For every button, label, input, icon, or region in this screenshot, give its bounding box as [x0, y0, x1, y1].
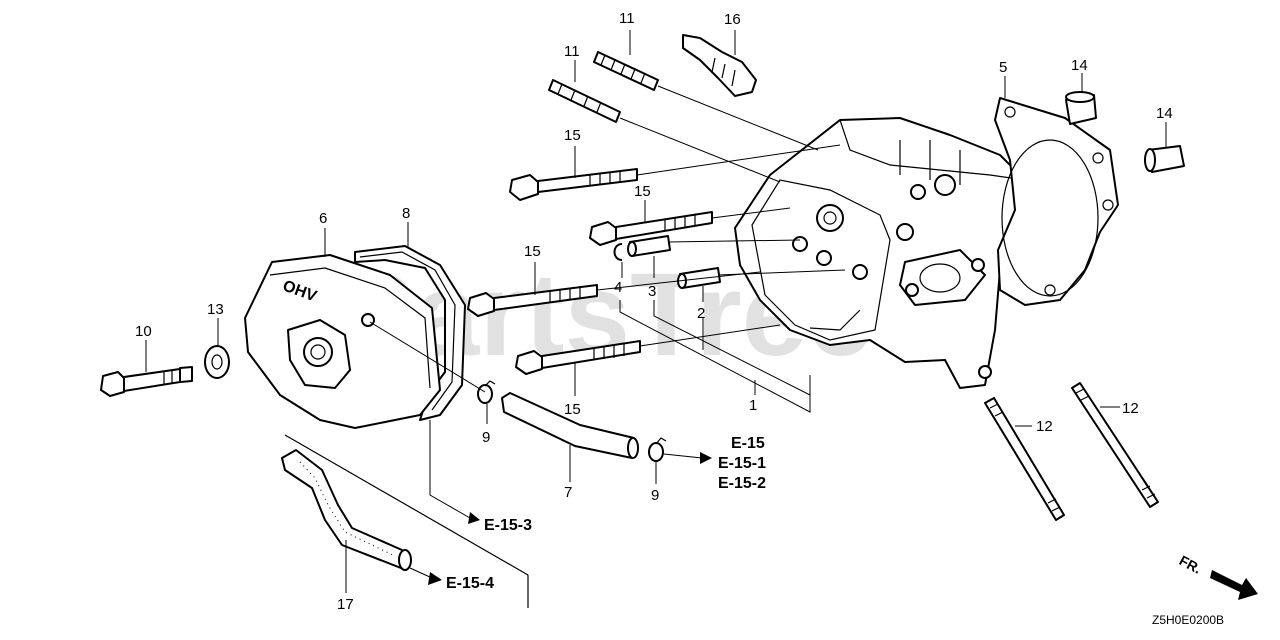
callout-3: 3: [648, 283, 656, 300]
clip-4[interactable]: [613, 243, 623, 261]
spark-plug[interactable]: [682, 34, 757, 97]
valve-cover[interactable]: OHV: [244, 254, 441, 429]
stud-bolt-11a[interactable]: [593, 51, 659, 91]
callout-14a: 14: [1071, 57, 1088, 74]
callout-17: 17: [337, 596, 354, 613]
callout-8: 8: [402, 205, 410, 222]
callout-15a: 15: [564, 127, 581, 144]
washer-13[interactable]: [204, 345, 230, 379]
callout-2: 2: [697, 305, 705, 322]
hose-17[interactable]: [281, 449, 412, 571]
callout-12a: 12: [1036, 418, 1053, 435]
stud-bolt-11b[interactable]: [548, 79, 621, 123]
ref-e15[interactable]: E-15: [731, 435, 765, 452]
dowel-pin-a[interactable]: [1065, 91, 1097, 125]
ref-e15-4[interactable]: E-15-4: [446, 575, 494, 592]
tube-clip-9a[interactable]: [477, 380, 496, 404]
callout-9b: 9: [651, 487, 659, 504]
reference-labels[interactable]: E-15 E-15-1 E-15-2 E-15-3 E-15-4: [446, 435, 766, 592]
ref-e15-3[interactable]: E-15-3: [484, 517, 532, 534]
bolt-10[interactable]: [100, 366, 193, 397]
flange-bolt-15a[interactable]: [509, 168, 638, 201]
flange-bolt-15b[interactable]: [589, 211, 713, 246]
front-direction-arrow: FR.: [1177, 552, 1258, 600]
leader-lines: [145, 30, 1167, 608]
valve-guide-2[interactable]: [677, 267, 721, 289]
diagram-code: Z5H0E0200B: [1152, 613, 1224, 627]
callout-4: 4: [614, 279, 622, 296]
front-label: FR.: [1177, 552, 1204, 577]
head-gasket[interactable]: [994, 97, 1119, 306]
dowel-pin-b[interactable]: [1144, 145, 1185, 173]
callout-15d: 15: [564, 401, 581, 418]
ref-e15-2[interactable]: E-15-2: [718, 475, 766, 492]
flange-bolt-15d[interactable]: [515, 340, 641, 375]
collar-3[interactable]: [627, 235, 671, 257]
callout-6: 6: [319, 210, 327, 227]
callout-11a: 11: [619, 10, 635, 27]
callout-15b: 15: [634, 183, 651, 200]
callout-9a: 9: [482, 429, 490, 446]
callout-7: 7: [564, 484, 572, 501]
ref-e15-1[interactable]: E-15-1: [718, 455, 766, 472]
callout-11b: 11: [564, 43, 580, 60]
callout-12b: 12: [1122, 400, 1139, 417]
callout-1: 1: [749, 397, 757, 414]
cylinder-head[interactable]: [734, 117, 1026, 389]
callout-16: 16: [724, 11, 741, 28]
callout-15c: 15: [524, 243, 541, 260]
callout-13: 13: [207, 301, 224, 318]
callout-14b: 14: [1156, 105, 1173, 122]
callout-numbers: 11 11 16 5 14 14 15 15 15 15 6 8 13 10 4…: [135, 10, 1173, 613]
flange-bolt-15c[interactable]: [467, 284, 598, 317]
stud-bolt-12b[interactable]: [1071, 382, 1159, 508]
tube-clip-9b[interactable]: [648, 437, 667, 462]
callout-5: 5: [999, 59, 1007, 76]
breather-tube[interactable]: [501, 392, 639, 459]
stud-bolt-12a[interactable]: [984, 397, 1065, 521]
callout-10: 10: [135, 323, 152, 340]
